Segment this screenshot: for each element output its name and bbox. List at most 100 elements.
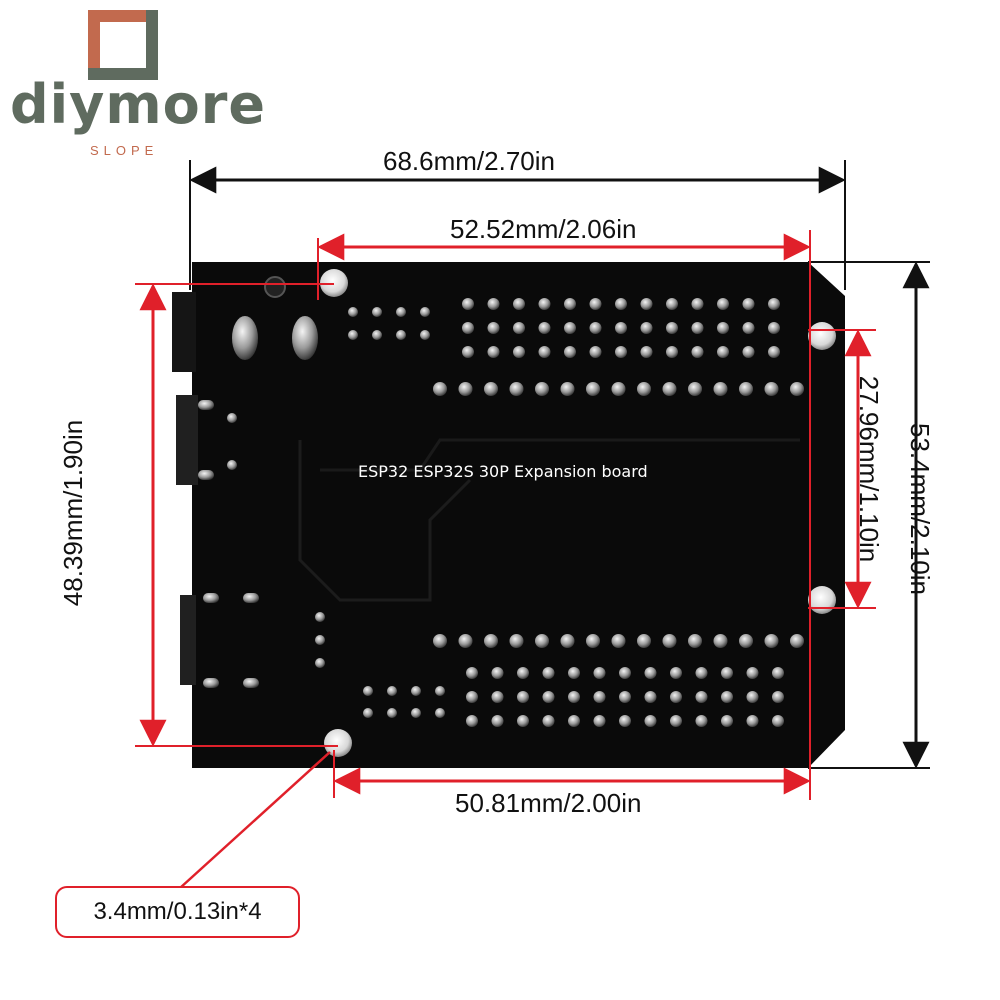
header-pin (768, 298, 780, 310)
header-pin (458, 382, 473, 396)
header-pin (517, 667, 529, 679)
header-pin (411, 708, 421, 718)
header-pin (348, 330, 358, 340)
header-pin (717, 322, 729, 334)
header-pin (560, 382, 575, 396)
header-pin (513, 298, 525, 310)
header-pin (746, 667, 759, 679)
header-pin (713, 634, 728, 648)
header-pin (611, 382, 626, 396)
header-pin (688, 634, 702, 648)
mount-hole-callout: 3.4mm/0.13in*4 (55, 886, 300, 938)
header-pin (764, 382, 779, 396)
header-pin (538, 298, 551, 310)
header-pin (435, 708, 445, 718)
header-pin (662, 382, 677, 396)
header-pin (589, 346, 602, 358)
header-pin (637, 382, 651, 396)
header-pin (586, 382, 600, 396)
header-pin (695, 691, 708, 703)
header-pin (739, 634, 753, 648)
header-pin (487, 346, 500, 358)
header-pin (568, 691, 580, 703)
header-pin (721, 691, 733, 703)
header-pin (593, 667, 606, 679)
header-pin (666, 346, 678, 358)
header-pin (742, 322, 755, 334)
header-pin (721, 715, 733, 727)
header-pin (742, 346, 755, 358)
header-pin (746, 715, 759, 727)
header-pin (433, 382, 447, 396)
header-pin (462, 346, 474, 358)
header-pin (420, 307, 430, 317)
header-pin (691, 298, 704, 310)
brand-tagline: SLOPE (90, 143, 159, 158)
header-pin (670, 691, 682, 703)
header-pin (484, 634, 498, 648)
header-pin (666, 322, 678, 334)
header-pin (315, 658, 325, 668)
header-pin (768, 346, 780, 358)
top-hole-span-label: 52.52mm/2.06in (450, 214, 637, 244)
header-pin (644, 691, 657, 703)
header-pin (435, 686, 445, 696)
header-pin (666, 298, 678, 310)
header-pin (637, 634, 651, 648)
header-pin (363, 708, 373, 718)
header-pin (717, 298, 729, 310)
header-pin (542, 691, 555, 703)
right-hole-span-label: 27.96mm/1.10in (854, 375, 885, 563)
header-pin (535, 634, 549, 648)
header-pin (721, 667, 733, 679)
header-pin (564, 322, 576, 334)
header-pin (491, 715, 504, 727)
header-pin (615, 298, 627, 310)
header-pin (593, 715, 606, 727)
header-pin (462, 322, 474, 334)
header-pin (742, 298, 755, 310)
header-pin (611, 634, 626, 648)
overall-width-label: 68.6mm/2.70in (383, 146, 555, 176)
header-pin (790, 382, 804, 396)
header-pin (458, 634, 473, 648)
header-pin (348, 307, 358, 317)
header-pin (688, 382, 702, 396)
header-pin (315, 635, 325, 645)
header-pin (491, 667, 504, 679)
header-pin (411, 686, 421, 696)
brand-logo-icon (88, 10, 158, 80)
header-pin (466, 715, 478, 727)
header-pin (462, 298, 474, 310)
header-pin (615, 322, 627, 334)
header-pin (764, 634, 779, 648)
header-pin (564, 346, 576, 358)
header-pin (372, 330, 382, 340)
header-pin (491, 691, 504, 703)
header-pin (363, 686, 373, 696)
header-pin (589, 298, 602, 310)
header-pin (717, 346, 729, 358)
header-pin (568, 667, 580, 679)
header-pin (433, 634, 447, 648)
header-pin (535, 382, 549, 396)
header-pin (593, 691, 606, 703)
hole-dimension-lines (135, 230, 876, 889)
header-pin (564, 298, 576, 310)
header-pin (538, 322, 551, 334)
header-pin (315, 612, 325, 622)
board-silkscreen-title: ESP32 ESP32S 30P Expansion board (358, 462, 648, 481)
header-pin (768, 322, 780, 334)
header-pin (662, 634, 677, 648)
header-pin (670, 715, 682, 727)
header-pin (790, 634, 804, 648)
pcb-board (172, 262, 845, 768)
header-pin (739, 382, 753, 396)
left-hole-span-label: 48.39mm/1.90in (58, 419, 89, 607)
header-pin (513, 346, 525, 358)
header-pin (619, 667, 631, 679)
header-pin (695, 715, 708, 727)
header-pin (420, 330, 430, 340)
header-pin (542, 667, 555, 679)
overall-height-label: 53.4mm/2.10in (904, 423, 935, 595)
